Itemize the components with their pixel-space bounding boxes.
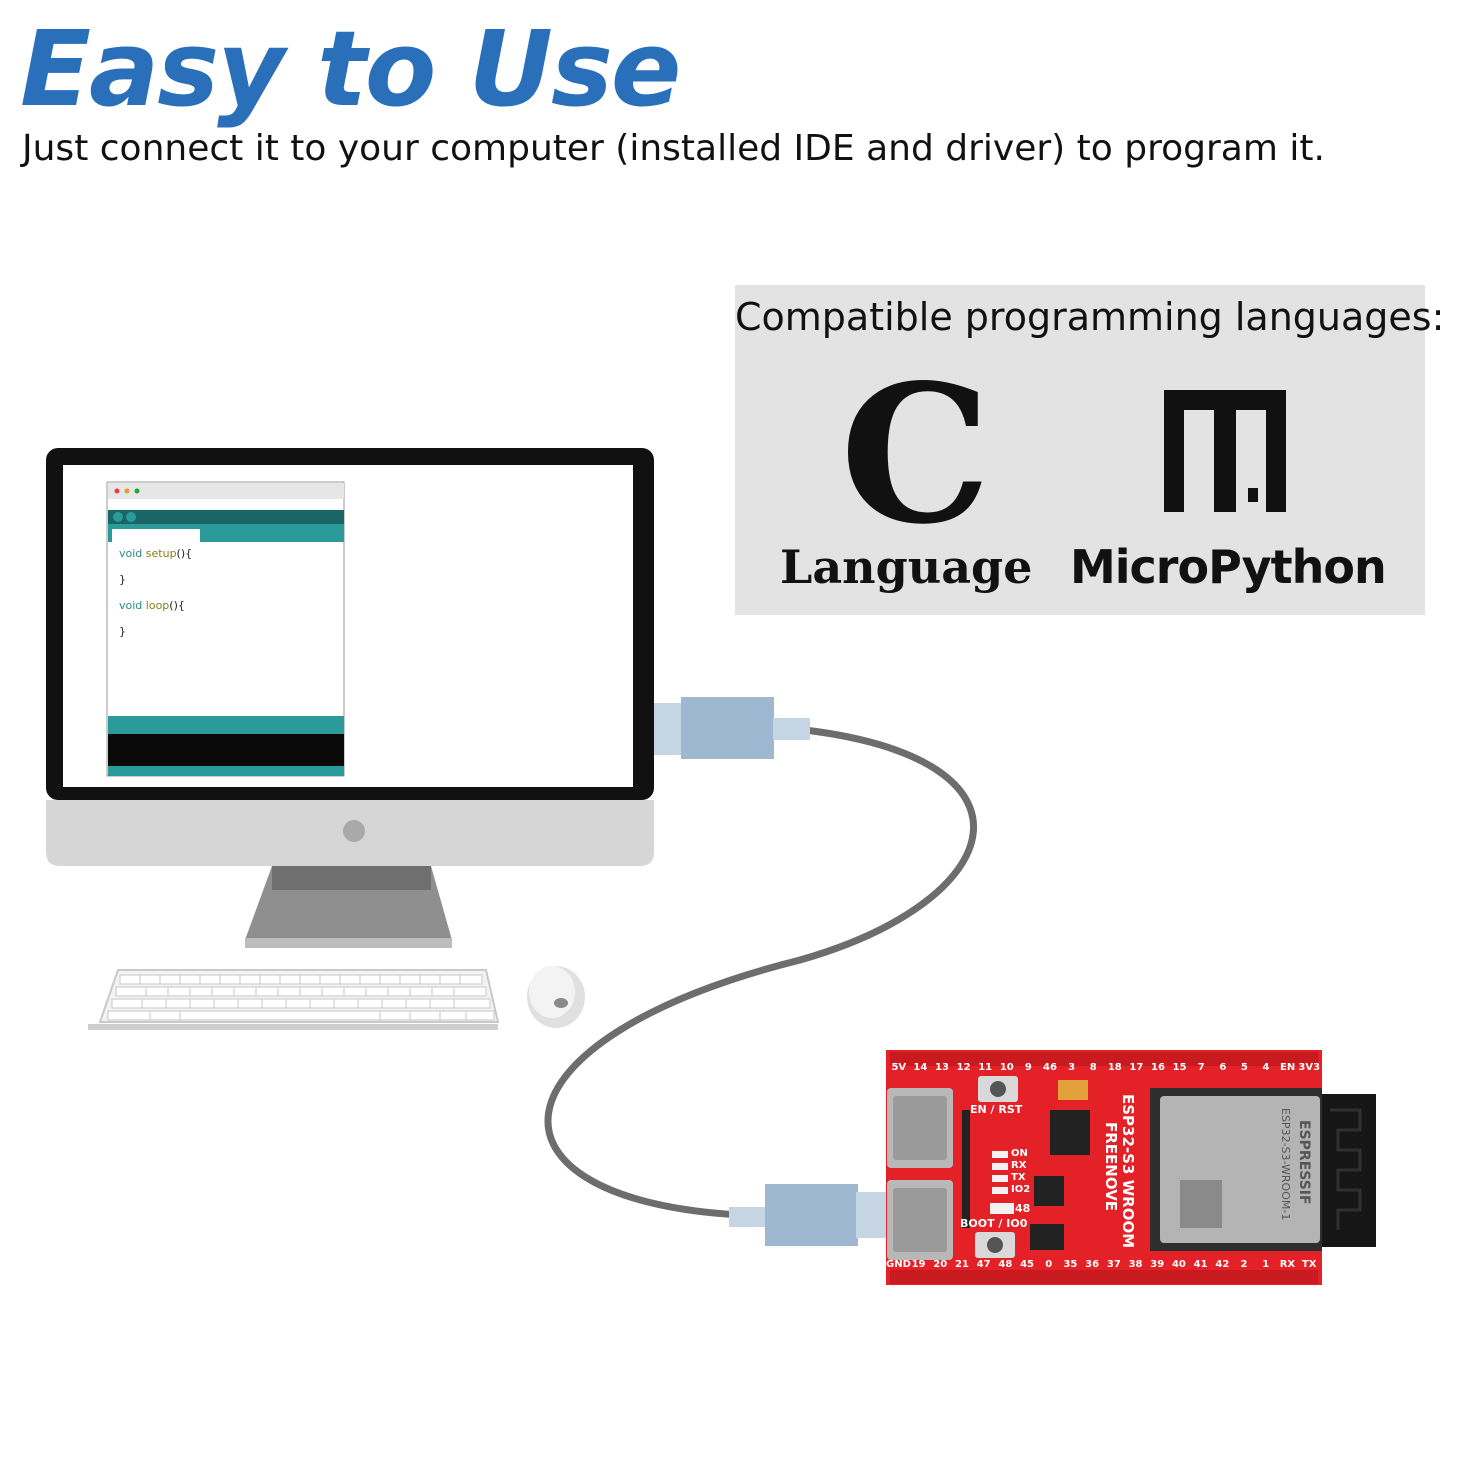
languages-panel: Compatible programming languages:	[735, 285, 1445, 615]
c-language-logo: C	[840, 343, 992, 566]
code-line-setup: void setup(){	[119, 547, 192, 560]
code-rest: (){	[169, 599, 185, 612]
code-rest: (){	[176, 547, 193, 560]
c-language-label: Language	[780, 540, 1033, 594]
code-function-name: setup	[145, 547, 177, 560]
micropython-label: MicroPython	[1070, 540, 1387, 594]
usb-c-connector-icon	[729, 1184, 886, 1246]
micropython-logo-icon	[1164, 390, 1286, 512]
page-subtitle: Just connect it to your computer (instal…	[22, 128, 1325, 169]
page-title: Easy to Use	[20, 8, 681, 130]
code-line-close-2: }	[119, 625, 126, 638]
code-line-loop: void loop(){	[119, 599, 185, 612]
languages-heading: Compatible programming languages:	[735, 295, 1445, 339]
code-keyword: void	[119, 547, 143, 560]
code-line-close-1: }	[119, 573, 126, 586]
code-keyword: void	[119, 599, 143, 612]
ide-window	[106, 481, 345, 777]
usb-a-connector-icon	[653, 697, 810, 759]
code-function-name: loop	[145, 599, 170, 612]
esp32-board-image	[886, 1050, 1376, 1285]
keyboard-icon	[88, 969, 500, 1030]
mouse-icon	[527, 966, 585, 1028]
usb-cable	[544, 726, 978, 1219]
